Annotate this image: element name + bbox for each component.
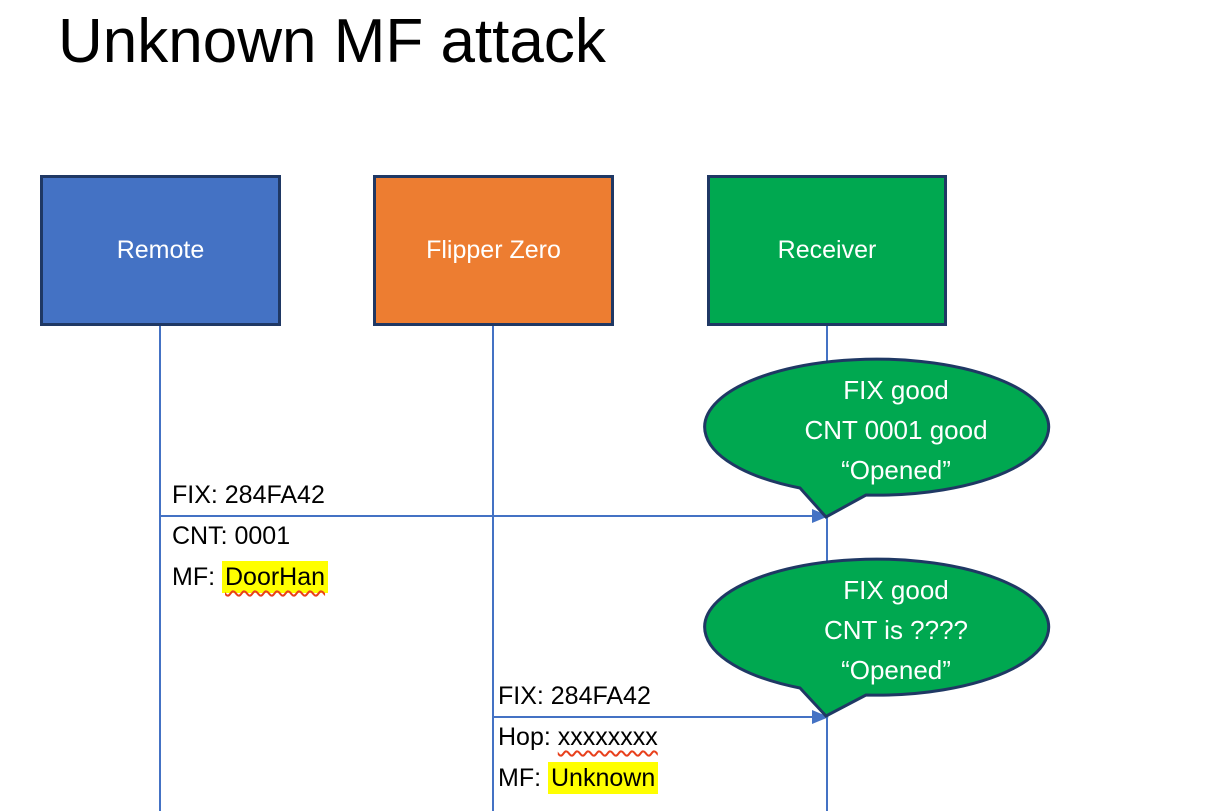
message-2-arrow-line [493, 716, 814, 718]
callout-1-text: FIX good CNT 0001 good “Opened” [724, 370, 1068, 490]
actor-label-receiver: Receiver [777, 236, 877, 264]
arrowhead-right-icon [812, 710, 829, 724]
actor-box-receiver: Receiver [707, 175, 947, 326]
message-2-hop-prefix: Hop: [498, 723, 558, 751]
message-1-mf-prefix: MF: [172, 563, 222, 591]
message-2-mf-line: MF: Unknown [498, 758, 659, 799]
message-1-label: FIX: 284FA42 CNT: 0001 MF: DoorHan [172, 475, 329, 598]
callout-2-line1: FIX good [843, 575, 949, 605]
message-1-arrow-line [161, 515, 814, 517]
callout-1-line3: “Opened” [841, 455, 951, 485]
arrowhead-right-icon [812, 509, 829, 523]
message-2-label: FIX: 284FA42 Hop: xxxxxxxx MF: Unknown [498, 676, 659, 799]
message-1-cnt-line: CNT: 0001 [172, 522, 291, 550]
message-1-mf-value-highlighted: DoorHan [222, 561, 329, 593]
message-2-hop-value: xxxxxxxx [557, 723, 658, 751]
actor-label-flipper-zero: Flipper Zero [426, 236, 561, 264]
message-1-fix-line: FIX: 284FA42 [172, 481, 325, 509]
callout-2-text: FIX good CNT is ???? “Opened” [724, 570, 1068, 690]
message-2-mf-value-highlighted: Unknown [548, 762, 659, 794]
lifeline-remote [159, 326, 161, 811]
actor-box-flipper-zero: Flipper Zero [373, 175, 614, 326]
callout-1-line1: FIX good [843, 375, 949, 405]
lifeline-flipper-zero [492, 326, 494, 811]
callout-2-line2: CNT is ???? [823, 615, 969, 645]
callout-2-line3: “Opened” [841, 655, 951, 685]
message-1-mf-line: MF: DoorHan [172, 557, 329, 598]
message-2-fix-line: FIX: 284FA42 [498, 682, 651, 710]
callout-1-line2: CNT 0001 good [804, 415, 988, 445]
actor-box-remote: Remote [40, 175, 281, 326]
slide-title: Unknown MF attack [58, 7, 606, 76]
message-2-mf-prefix: MF: [498, 764, 548, 792]
actor-label-remote: Remote [116, 236, 205, 264]
message-2-hop-line: Hop: xxxxxxxx [498, 717, 658, 758]
